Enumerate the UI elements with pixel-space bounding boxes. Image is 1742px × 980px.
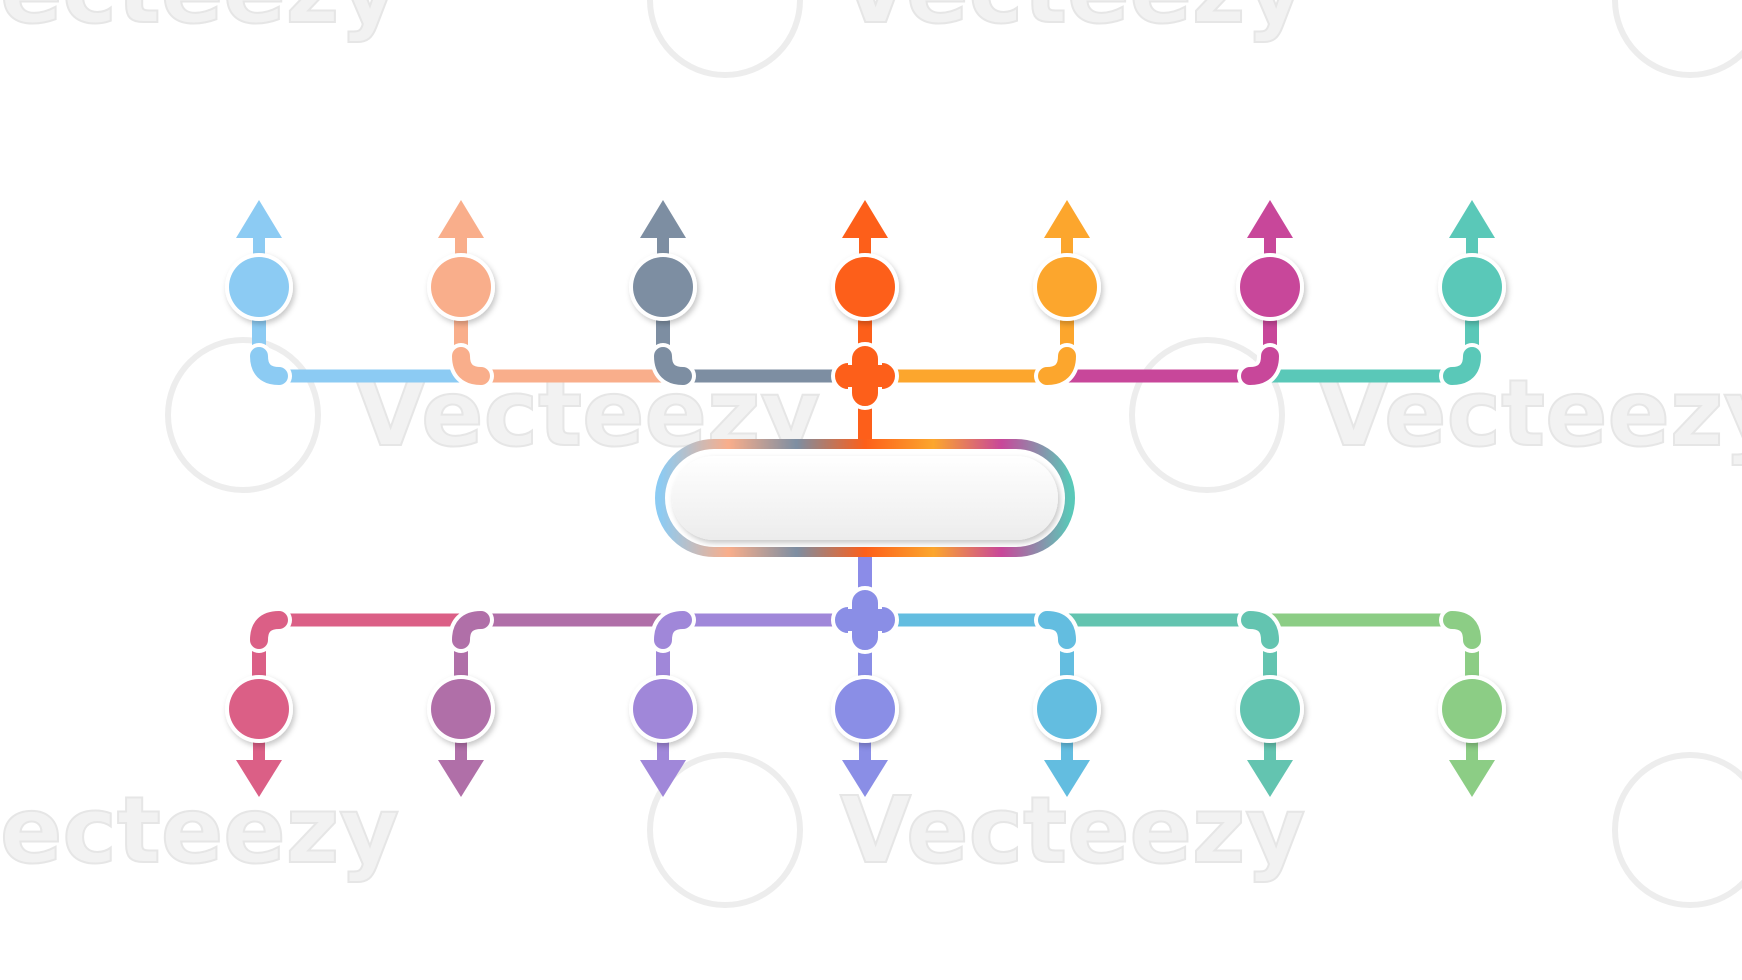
arrow-down-icon xyxy=(438,760,484,797)
top-node-circle xyxy=(1037,257,1097,317)
arrow-up-icon xyxy=(1044,200,1090,238)
elbow-joint xyxy=(1241,347,1279,385)
elbow-joint xyxy=(1038,611,1076,649)
arrow-down-icon xyxy=(842,760,888,797)
watermark-logo-icon xyxy=(1612,0,1742,78)
bottom-node-circle xyxy=(835,679,895,739)
elbow-joint xyxy=(452,611,490,649)
elbow-joint xyxy=(1443,347,1481,385)
top-node-circle xyxy=(835,257,895,317)
top-node-circle xyxy=(633,257,693,317)
watermark-text: ecteezy xyxy=(0,0,399,44)
arrow-up-icon xyxy=(1247,200,1293,238)
watermark-text: ecteezy xyxy=(0,777,399,884)
arrow-up-icon xyxy=(438,200,484,238)
watermark-logo-icon xyxy=(1129,337,1285,493)
watermark-logo-icon xyxy=(1612,752,1742,908)
arrow-down-icon xyxy=(1449,760,1495,797)
arrow-down-icon xyxy=(1044,760,1090,797)
bottom-node-circle xyxy=(229,679,289,739)
elbow-joint xyxy=(1038,347,1076,385)
elbow-joint xyxy=(1241,611,1279,649)
arrow-up-icon xyxy=(842,200,888,238)
arrow-down-icon xyxy=(640,760,686,797)
bottom-node-circle xyxy=(1442,679,1502,739)
elbow-joint xyxy=(654,347,692,385)
arrow-down-icon xyxy=(236,760,282,797)
top-node-circle xyxy=(1442,257,1502,317)
arrow-down-icon xyxy=(1247,760,1293,797)
watermark-logo-icon xyxy=(165,337,321,493)
elbow-joint xyxy=(250,611,288,649)
center-box xyxy=(655,439,1075,557)
bottom-node-circle xyxy=(1240,679,1300,739)
hub-plus-fill xyxy=(837,609,893,631)
branches-layer xyxy=(225,200,1506,797)
watermark-logo-icon xyxy=(647,0,803,78)
elbow-joint xyxy=(452,347,490,385)
elbow-joint xyxy=(250,347,288,385)
watermark-logo-icon xyxy=(647,752,803,908)
hub-plus-fill xyxy=(837,365,893,387)
elbow-joint xyxy=(654,611,692,649)
top-node-circle xyxy=(1240,257,1300,317)
bottom-node-circle xyxy=(633,679,693,739)
elbow-joint xyxy=(1443,611,1481,649)
arrow-up-icon xyxy=(236,200,282,238)
bottom-node-circle xyxy=(1037,679,1097,739)
arrow-up-icon xyxy=(1449,200,1495,238)
arrow-up-icon xyxy=(640,200,686,238)
bottom-node-circle xyxy=(431,679,491,739)
top-node-circle xyxy=(431,257,491,317)
watermark-text: Vecteezy xyxy=(840,0,1305,44)
watermark-text: Vecteezy xyxy=(840,777,1305,884)
top-node-circle xyxy=(229,257,289,317)
